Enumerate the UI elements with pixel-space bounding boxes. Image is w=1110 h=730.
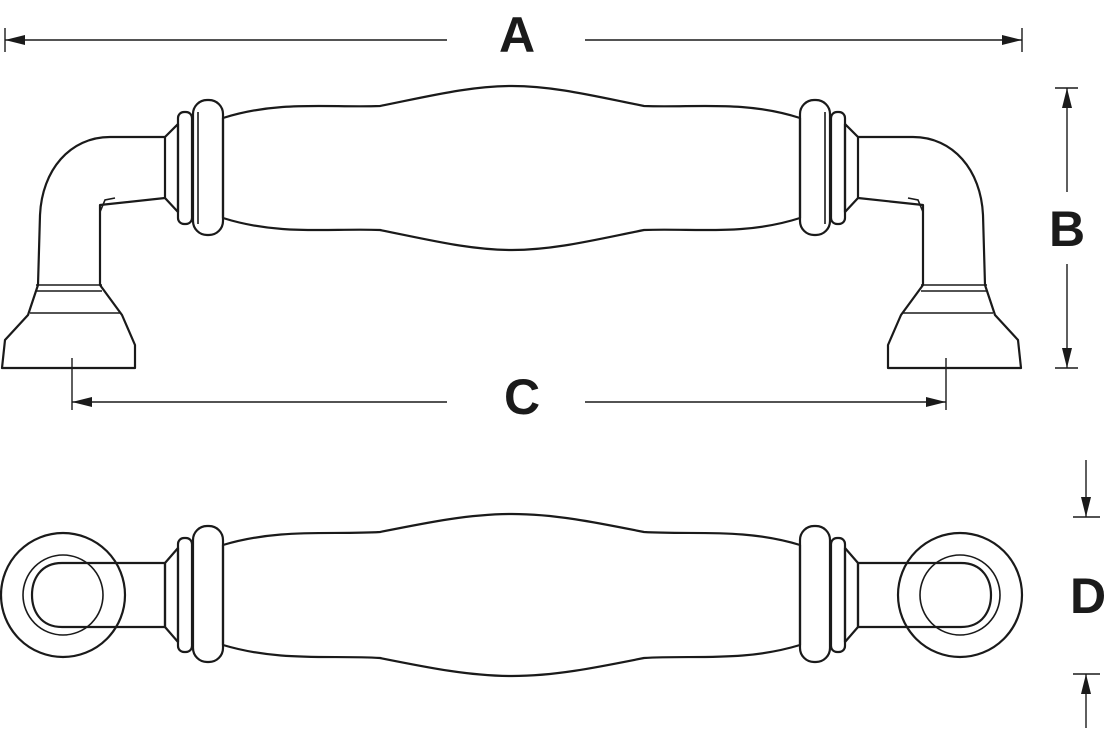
right-top-collar-mid: [829, 536, 847, 654]
right-arm: [856, 561, 993, 629]
left-base-band: [30, 284, 120, 314]
left-top-collar-outer: [163, 546, 180, 644]
dimension-b-label: B: [1049, 201, 1085, 257]
left-rosette-outer: [0, 531, 127, 659]
dimension-c-label: C: [504, 369, 540, 425]
left-top-collar-ring: [191, 524, 225, 664]
right-leg-inner-corner: [907, 197, 924, 213]
dimension-d: D: [1070, 460, 1106, 728]
left-leg-inner-corner: [99, 197, 116, 213]
left-collar-mid: [176, 110, 194, 226]
right-base-band: [903, 284, 993, 314]
right-collar-mid: [829, 110, 847, 226]
left-collar-outer: [163, 122, 180, 214]
left-top-collar-mid: [176, 536, 194, 654]
top-grip-body: [221, 512, 802, 678]
handle-side-view: [0, 84, 1023, 370]
left-rosette-inner: [22, 554, 104, 636]
left-leg-outline: [0, 135, 167, 370]
left-arm: [30, 561, 167, 629]
grip-body: [221, 84, 802, 252]
right-top-collar-outer: [843, 546, 860, 644]
dimension-a-label: A: [499, 7, 535, 63]
right-rosette-outer: [896, 531, 1024, 659]
right-collar-outer: [843, 122, 860, 214]
right-leg-outline: [856, 135, 1023, 370]
right-rosette-inner: [919, 554, 1001, 636]
handle-top-view: [0, 512, 1024, 678]
dimension-a: A: [4, 7, 1023, 63]
dimension-b: B: [1049, 87, 1085, 369]
dimension-d-label: D: [1070, 568, 1106, 624]
dimension-c: C: [71, 358, 947, 425]
right-top-collar-ring: [798, 524, 832, 664]
